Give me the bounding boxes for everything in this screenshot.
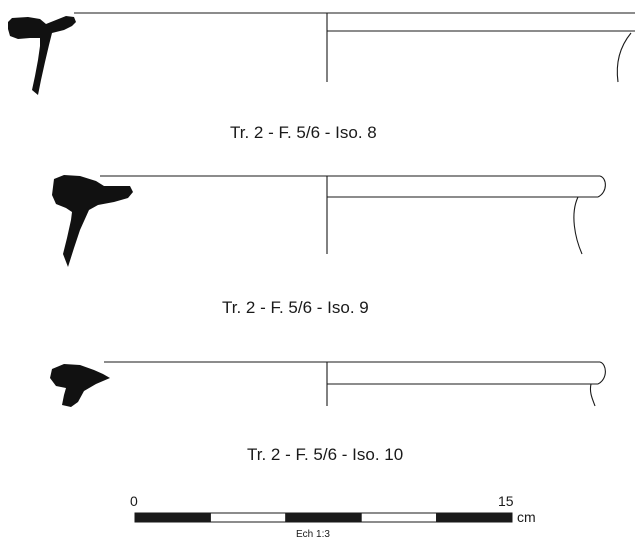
scale-unit-label: cm — [517, 509, 536, 525]
wall-profile — [616, 32, 632, 83]
wall-profile — [573, 196, 583, 255]
caption-iso-10: Tr. 2 - F. 5/6 - Iso. 10 — [247, 445, 403, 464]
scale-segment — [285, 512, 362, 523]
profile-iso-10: Tr. 2 - F. 5/6 - Iso. 10 — [50, 361, 606, 464]
scale-segment — [360, 512, 438, 523]
rim-edge — [597, 361, 606, 385]
section-iso-10 — [50, 364, 110, 407]
scale-segment — [209, 512, 287, 523]
scale-start-label: 0 — [130, 493, 138, 509]
profile-iso-9: Tr. 2 - F. 5/6 - Iso. 9 — [52, 175, 606, 317]
profile-iso-8: Tr. 2 - F. 5/6 - Iso. 8 — [8, 12, 635, 142]
scale-segment — [436, 512, 513, 523]
scale-bar: 0 15 cm Ech 1:3 — [130, 493, 536, 540]
scale-ratio-label: Ech 1:3 — [296, 529, 330, 540]
rim-edge — [597, 175, 606, 198]
section-iso-8 — [8, 16, 76, 95]
scale-end-label: 15 — [498, 493, 514, 509]
caption-iso-8: Tr. 2 - F. 5/6 - Iso. 8 — [230, 123, 377, 142]
caption-iso-9: Tr. 2 - F. 5/6 - Iso. 9 — [222, 298, 369, 317]
section-iso-9 — [52, 175, 133, 267]
scale-segment — [134, 512, 211, 523]
wall-profile — [589, 383, 596, 407]
scale-segments — [134, 512, 513, 523]
